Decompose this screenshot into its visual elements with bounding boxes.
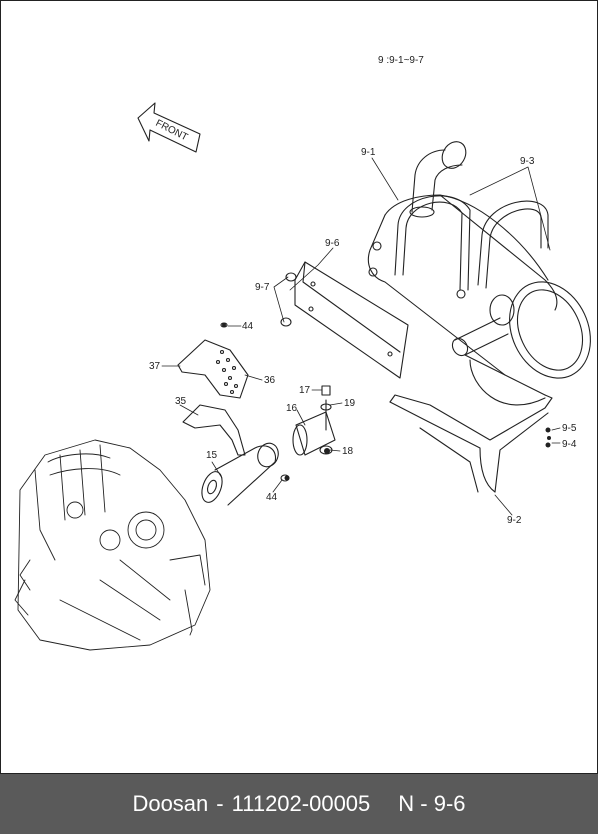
callout-16: 16 (286, 403, 298, 414)
callout-36: 36 (264, 375, 276, 386)
muffler-stack-pipe (409, 141, 467, 218)
callout-44-top: 44 (242, 321, 254, 332)
engine-assembly (14, 439, 211, 651)
brand-separator: - (216, 791, 224, 816)
diagram-frame (0, 0, 598, 774)
callout-9-3: 9-3 (520, 156, 535, 167)
bracket-35 (182, 404, 246, 456)
footer-bar: Doosan - 111202-00005 N - 9-6 (0, 774, 598, 834)
callout-35: 35 (175, 396, 187, 407)
bracket-36-37 (177, 322, 249, 399)
callout-15: 15 (206, 450, 218, 461)
front-label: FRONT (154, 118, 190, 143)
heat-shield-9-6 (294, 261, 409, 379)
front-arrow-icon (137, 102, 201, 153)
nuts-9-7 (280, 272, 297, 327)
outlet-pipe (451, 317, 509, 357)
range-label: 9 :9-1~9-7 (378, 55, 424, 66)
muffler-bracket-9-2 (389, 354, 553, 493)
exploded-parts-diagram: 9 :9-1~9-7 FRONT 9-1 9-3 9-6 9-7 44 37 3… (14, 55, 591, 651)
part-number: 111202-00005 (231, 791, 371, 816)
flex-pipe-15 (201, 442, 290, 506)
callout-18: 18 (342, 446, 354, 457)
callout-19: 19 (344, 398, 356, 409)
callout-37: 37 (149, 361, 161, 372)
callout-9-1: 9-1 (361, 147, 376, 158)
callout-9-6: 9-6 (325, 238, 340, 249)
leader-lines (161, 157, 561, 516)
callout-9-7: 9-7 (255, 282, 270, 293)
callout-17: 17 (299, 385, 311, 396)
brand-name: Doosan (132, 791, 209, 816)
callout-44-bottom: 44 (266, 492, 278, 503)
section-code: N - 9-6 (398, 791, 466, 816)
callout-9-4: 9-4 (562, 439, 577, 450)
u-bolts (394, 195, 549, 291)
callout-9-2: 9-2 (507, 515, 522, 526)
callout-9-5: 9-5 (562, 423, 577, 434)
clamp-assembly (292, 385, 336, 456)
muffler-body (367, 194, 591, 379)
